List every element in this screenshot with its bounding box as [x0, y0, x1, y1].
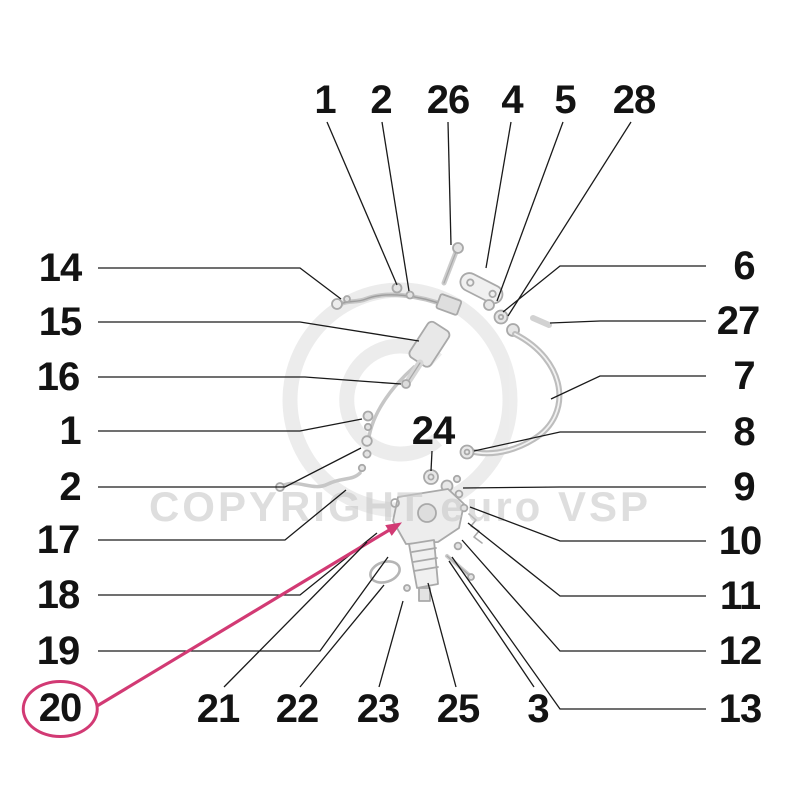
solenoid — [401, 293, 463, 389]
pin — [530, 315, 552, 328]
part-callout-25: 25 — [436, 687, 480, 731]
leader-line-25 — [427, 582, 457, 688]
leader-line-9 — [462, 486, 706, 489]
highlight-leader-line-20 — [96, 524, 397, 708]
leader-line-1 — [326, 121, 398, 286]
fuel-pipe — [459, 331, 563, 460]
part-callout-19: 19 — [36, 629, 80, 673]
leader-line-5 — [496, 121, 564, 302]
part-callout-4: 4 — [501, 78, 523, 122]
part-callout-9: 9 — [733, 465, 755, 509]
part-callout-14: 14 — [38, 246, 82, 290]
part-callout-2: 2 — [59, 465, 81, 509]
leader-line-7 — [550, 375, 706, 400]
leader-line-21 — [223, 541, 368, 688]
part-callout-13: 13 — [718, 687, 762, 731]
part-callout-24: 24 — [411, 409, 455, 453]
leader-line-1 — [98, 418, 363, 432]
part-callout-26: 26 — [426, 78, 470, 122]
part-callout-7: 7 — [733, 354, 755, 398]
leader-line-27 — [549, 320, 706, 324]
part-callout-21: 21 — [196, 687, 240, 731]
leader-line-23 — [378, 600, 404, 688]
part-callout-2: 2 — [370, 78, 392, 122]
part-callout-18: 18 — [36, 573, 80, 617]
fastener-stack — [357, 410, 374, 473]
part-callout-27: 27 — [716, 299, 760, 343]
leader-line-12 — [461, 539, 706, 652]
leader-line-6 — [502, 265, 706, 313]
part-callout-8: 8 — [733, 410, 755, 454]
leader-line-8 — [473, 431, 706, 452]
fuel-pump — [390, 469, 483, 602]
part-callout-5: 5 — [554, 78, 576, 122]
leader-line-2 — [98, 447, 362, 488]
leader-line-19 — [98, 556, 389, 652]
leader-line-26 — [447, 121, 452, 246]
leader-line-16 — [98, 376, 402, 385]
leader-line-17 — [98, 489, 347, 541]
part-callout-16: 16 — [36, 355, 80, 399]
leader-line-10 — [469, 506, 706, 542]
stud — [441, 242, 464, 286]
part-callout-12: 12 — [718, 629, 762, 673]
part-callout-1: 1 — [314, 78, 336, 122]
part-callout-17: 17 — [36, 518, 80, 562]
part-callout-15: 15 — [38, 300, 82, 344]
leader-line-22 — [299, 584, 385, 688]
leader-line-3 — [448, 560, 535, 688]
bracket — [459, 272, 504, 305]
part-callout-22: 22 — [275, 687, 319, 731]
leader-line-4 — [485, 121, 512, 269]
part-callout-6: 6 — [733, 244, 755, 288]
leader-line-2 — [381, 121, 410, 292]
leader-line-11 — [467, 522, 706, 597]
part-callout-1: 1 — [59, 409, 81, 453]
leader-line-13 — [451, 556, 706, 710]
part-callout-23: 23 — [356, 687, 400, 731]
o-ring — [369, 560, 401, 584]
leader-line-24 — [430, 450, 433, 472]
part-callout-10: 10 — [718, 519, 762, 563]
part-callout-11: 11 — [719, 574, 761, 618]
leader-line-14 — [98, 267, 342, 300]
part-callout-20-highlighted: 20 — [21, 680, 99, 738]
leader-line-15 — [98, 321, 420, 342]
part-callout-28: 28 — [612, 78, 656, 122]
fastener-top — [391, 282, 415, 300]
leader-line-28 — [507, 121, 632, 317]
watermark-text: COPYRIGHT euro VSP — [149, 483, 651, 530]
highlight-arrowhead — [385, 522, 402, 536]
part-callout-3: 3 — [527, 687, 549, 731]
